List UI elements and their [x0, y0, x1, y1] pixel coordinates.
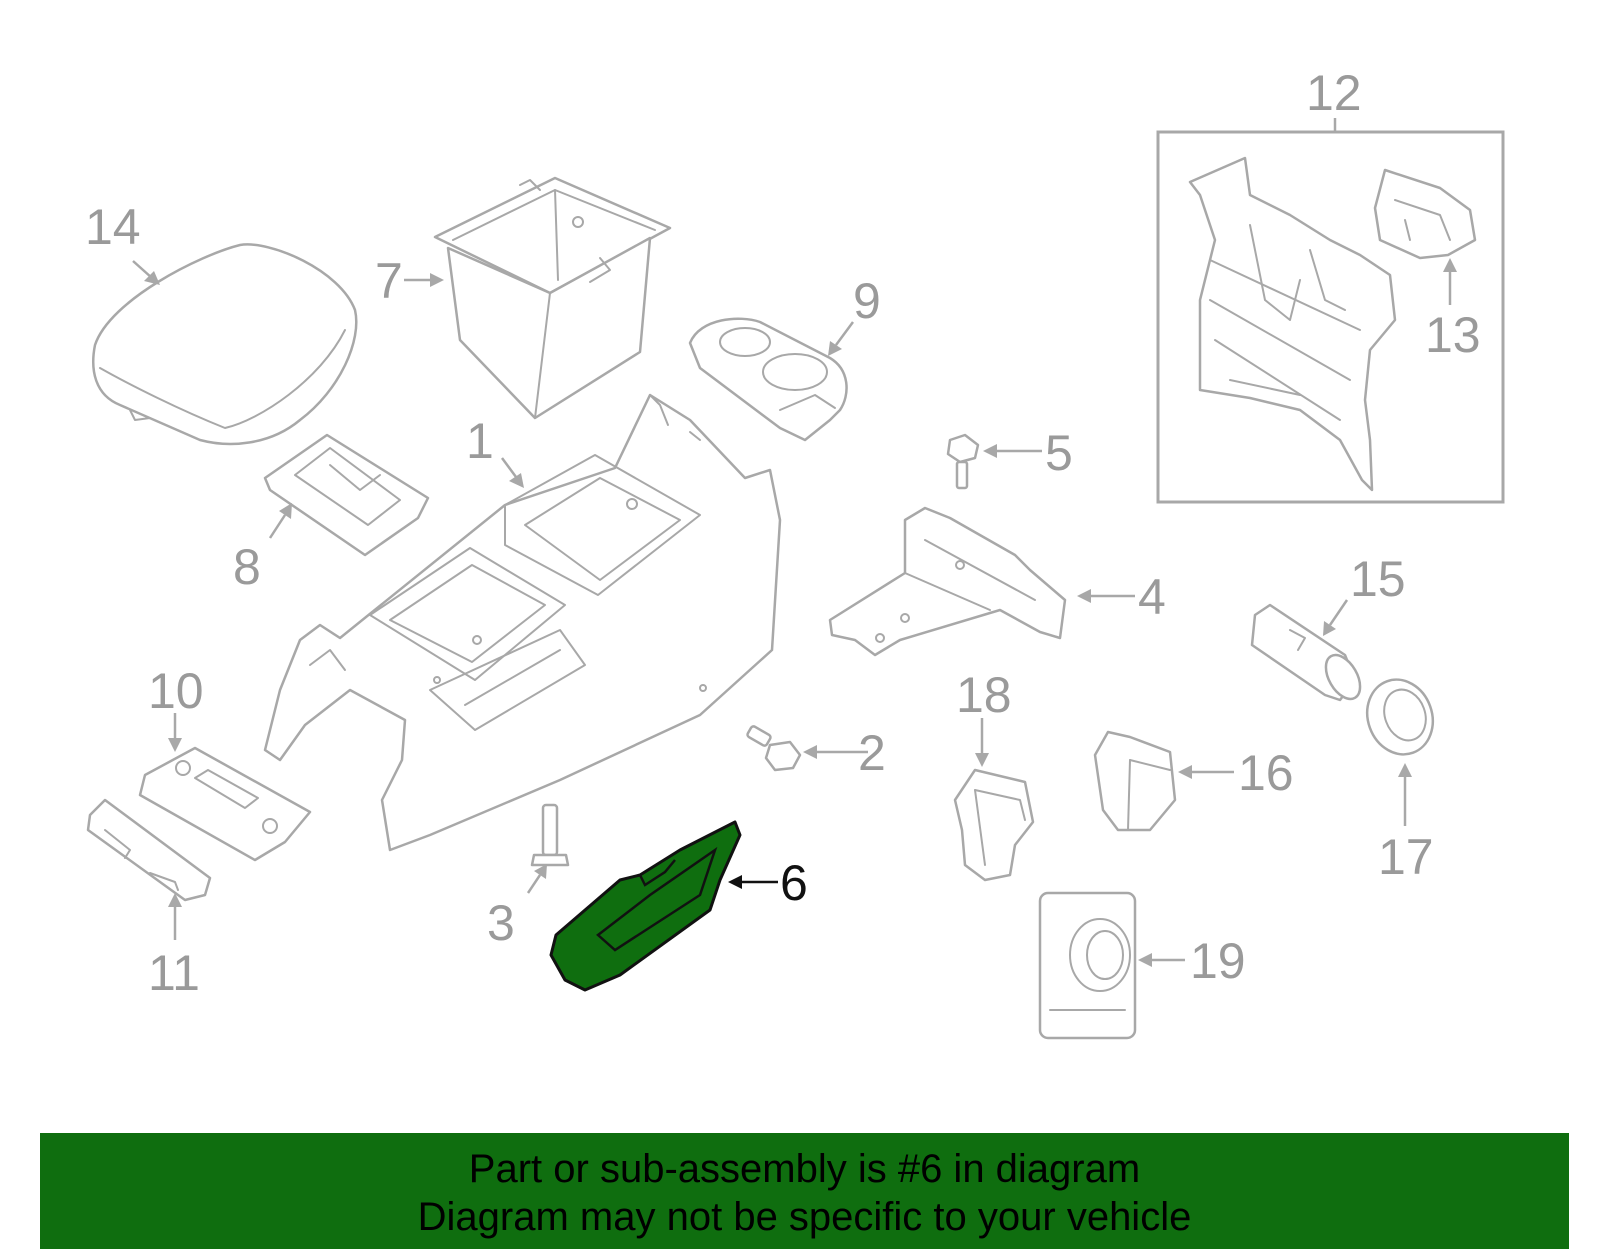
part-10-trim-panel[interactable]	[138, 746, 312, 862]
part-7-storage-bin[interactable]	[433, 176, 672, 420]
part-4-bracket[interactable]	[828, 506, 1067, 657]
info-banner: Part or sub-assembly is #6 in diagram Di…	[40, 1133, 1569, 1249]
leader-lines	[132, 118, 1457, 967]
part-19-rotary-controller[interactable]	[1038, 891, 1137, 1040]
part-2-bolt[interactable]	[746, 725, 802, 772]
callout-5[interactable]: 5	[1045, 425, 1073, 481]
part-5-bolt[interactable]	[946, 433, 980, 490]
banner-line-disclaimer: Diagram may not be specific to your vehi…	[417, 1195, 1192, 1239]
callout-12[interactable]: 12	[1306, 65, 1362, 121]
part-3-screw[interactable]	[530, 803, 570, 867]
callout-19[interactable]: 19	[1190, 933, 1246, 989]
part-9-cup-holder[interactable]	[688, 317, 848, 442]
part-15-power-outlet[interactable]	[1250, 603, 1367, 705]
callout-7[interactable]: 7	[375, 253, 403, 309]
callout-8[interactable]: 8	[233, 539, 261, 595]
part-17-outlet-cap[interactable]	[1357, 670, 1443, 763]
callout-9[interactable]: 9	[853, 273, 881, 329]
part-1-center-console[interactable]	[263, 393, 782, 852]
callout-4[interactable]: 4	[1138, 569, 1166, 625]
callout-1[interactable]: 1	[466, 413, 494, 469]
callout-14[interactable]: 14	[85, 199, 141, 255]
part-11-trim-strip[interactable]	[86, 798, 212, 902]
part-6-trim-panel[interactable]	[549, 820, 742, 992]
callout-3[interactable]: 3	[487, 895, 515, 951]
callout-13[interactable]: 13	[1425, 307, 1481, 363]
callout-16[interactable]: 16	[1238, 745, 1294, 801]
callout-11[interactable]: 11	[148, 945, 200, 1001]
part-13-clip[interactable]	[1373, 168, 1477, 260]
part-12-assembly-box	[1156, 130, 1505, 504]
part-8-insert-tray[interactable]	[263, 433, 430, 557]
part-16-switch[interactable]	[1093, 730, 1177, 832]
callout-6[interactable]: 6	[780, 855, 808, 911]
callout-18[interactable]: 18	[956, 667, 1012, 723]
callout-10[interactable]: 10	[148, 663, 204, 719]
callout-labels: 1 2 3 4 5 6 7 8 9 10 11 12 13 14 15 16 1…	[85, 65, 1481, 1001]
part-18-switch[interactable]	[953, 768, 1035, 882]
part-14-armrest-lid[interactable]	[92, 243, 358, 446]
callout-2[interactable]: 2	[858, 725, 886, 781]
callout-15[interactable]: 15	[1350, 551, 1406, 607]
callout-17[interactable]: 17	[1378, 829, 1434, 885]
part-12-shifter-bracket[interactable]	[1188, 156, 1397, 492]
banner-line-part-number: Part or sub-assembly is #6 in diagram	[468, 1147, 1141, 1191]
